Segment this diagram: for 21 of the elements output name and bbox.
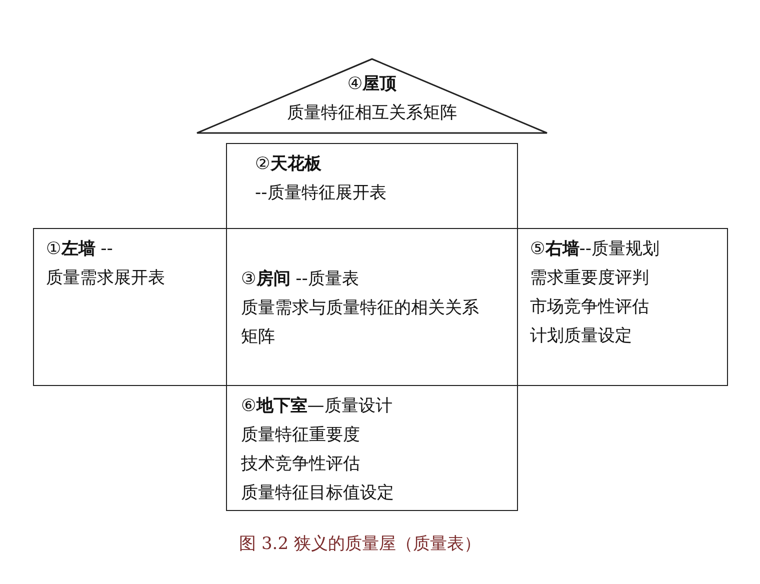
section-heading: ①左墙 -- (46, 238, 114, 261)
section-text: 市场竞争性评估 (530, 296, 650, 319)
section-text: 质量需求与质量特征的相关关系矩阵 (241, 297, 480, 349)
section-text: 需求重要度评判 (530, 267, 650, 290)
section-text: 技术竞争性评估 (241, 453, 361, 476)
section-text: --质量特征展开表 (255, 182, 388, 205)
section-heading: ④屋顶 (346, 73, 398, 96)
basement-box (226, 385, 518, 511)
section-text: 质量特征目标值设定 (241, 482, 395, 505)
section-text: 质量特征重要度 (241, 424, 361, 447)
section-heading: ③房间 --质量表 (241, 268, 360, 291)
left-wall-box (33, 228, 227, 386)
section-heading: ⑤右墙--质量规划 (530, 238, 661, 261)
section-text: 质量特征相互关系矩阵 (286, 102, 458, 125)
right-wall-box (517, 228, 728, 386)
section-text: 质量需求展开表 (46, 267, 166, 290)
figure-caption: 图 3.2 狭义的质量屋（质量表） (238, 533, 482, 555)
section-text: 计划质量设定 (530, 325, 633, 348)
section-heading: ②天花板 (255, 153, 322, 176)
ceiling-box (226, 143, 518, 229)
section-heading: ⑥地下室—质量设计 (241, 395, 394, 418)
